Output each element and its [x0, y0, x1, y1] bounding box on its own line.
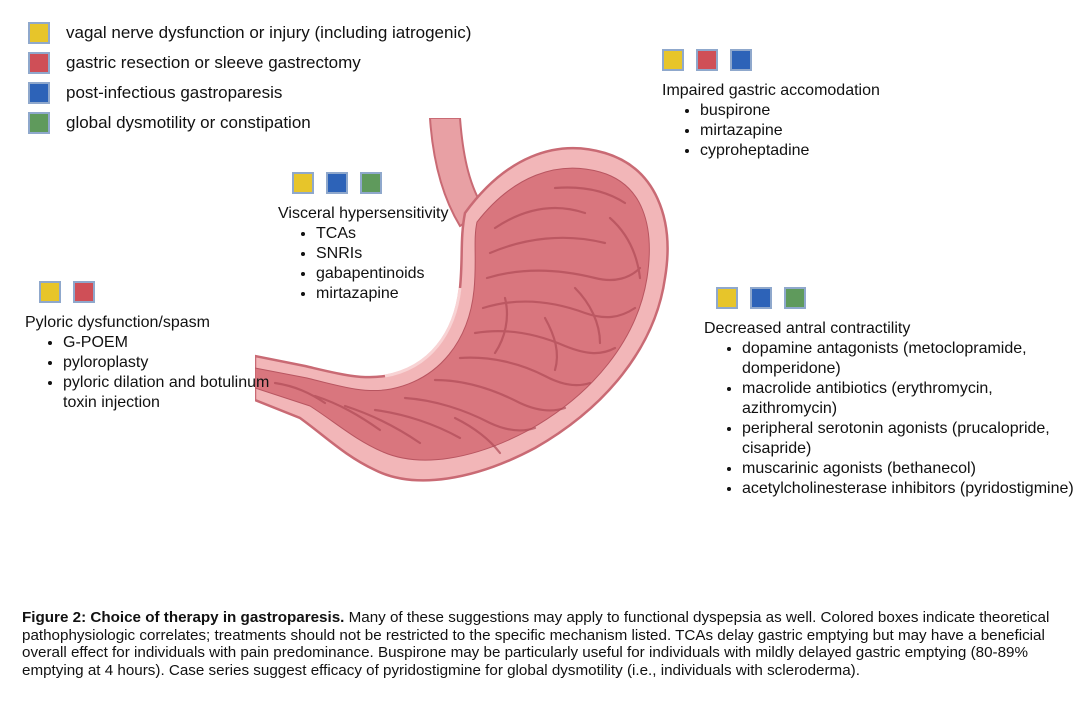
legend-label: global dysmotility or constipation: [66, 113, 311, 132]
antral-block: Decreased antral contractility dopamine …: [704, 287, 1079, 499]
stomach-mucosa: [255, 167, 650, 461]
yellow-box-icon: [716, 287, 738, 309]
legend-label: post-infectious gastroparesis: [66, 83, 283, 102]
yellow-box-icon: [39, 281, 61, 303]
list-item: G-POEM: [63, 333, 270, 353]
list-item: mirtazapine: [700, 121, 880, 141]
list-item: acetylcholinesterase inhibitors (pyridos…: [742, 479, 1079, 499]
list-item: dopamine antagonists (metoclopramide, do…: [742, 339, 1079, 379]
legend-label: gastric resection or sleeve gastrectomy: [66, 53, 361, 72]
list-item: macrolide antibiotics (erythromycin, azi…: [742, 379, 1079, 419]
treatment-list: TCAs SNRIs gabapentinoids mirtazapine: [278, 224, 448, 304]
blue-box-icon: [730, 49, 752, 71]
red-box-icon: [28, 52, 50, 74]
green-box-icon: [784, 287, 806, 309]
list-item: TCAs: [316, 224, 448, 244]
block-title: Pyloric dysfunction/spasm: [25, 314, 210, 331]
list-item: pyloric dilation and botulinum toxin inj…: [63, 373, 270, 413]
red-box-icon: [73, 281, 95, 303]
blue-box-icon: [326, 172, 348, 194]
list-item: pyloroplasty: [63, 353, 270, 373]
accommodation-block: Impaired gastric accomodation buspirone …: [662, 49, 880, 161]
visceral-block: Visceral hypersensitivity TCAs SNRIs gab…: [278, 172, 448, 304]
legend-label: vagal nerve dysfunction or injury (inclu…: [66, 23, 472, 42]
block-title: Visceral hypersensitivity: [278, 205, 449, 222]
yellow-box-icon: [292, 172, 314, 194]
stomach-illustration: [255, 118, 669, 482]
yellow-box-icon: [28, 22, 50, 44]
list-item: SNRIs: [316, 244, 448, 264]
caption-title: Figure 2: Choice of therapy in gastropar…: [22, 609, 345, 626]
yellow-box-icon: [662, 49, 684, 71]
list-item: gabapentinoids: [316, 264, 448, 284]
list-item: cyproheptadine: [700, 141, 880, 161]
list-item: buspirone: [700, 101, 880, 121]
correlate-boxes: [662, 49, 880, 71]
legend-item-post-infectious: post-infectious gastroparesis: [28, 78, 471, 108]
treatment-list: buspirone mirtazapine cyproheptadine: [662, 101, 880, 161]
gastric-rugae: [273, 186, 642, 455]
blue-box-icon: [750, 287, 772, 309]
block-title: Decreased antral contractility: [704, 320, 911, 337]
figure-caption: Figure 2: Choice of therapy in gastropar…: [22, 609, 1062, 679]
correlate-boxes: [278, 172, 448, 194]
treatment-list: dopamine antagonists (metoclopramide, do…: [704, 339, 1079, 499]
list-item: mirtazapine: [316, 284, 448, 304]
red-box-icon: [696, 49, 718, 71]
legend-item-resection: gastric resection or sleeve gastrectomy: [28, 48, 471, 78]
correlate-boxes: [704, 287, 1079, 309]
caption-text: Many of these suggestions may apply to f…: [22, 609, 1050, 679]
pyloric-block: Pyloric dysfunction/spasm G-POEM pylorop…: [25, 281, 270, 413]
green-box-icon: [28, 112, 50, 134]
legend-item-vagal: vagal nerve dysfunction or injury (inclu…: [28, 18, 471, 48]
correlate-boxes: [25, 281, 270, 303]
treatment-list: G-POEM pyloroplasty pyloric dilation and…: [25, 333, 270, 413]
block-title: Impaired gastric accomodation: [662, 82, 880, 99]
blue-box-icon: [28, 82, 50, 104]
legend-item-global-dysmotility: global dysmotility or constipation: [28, 108, 471, 138]
list-item: muscarinic agonists (bethanecol): [742, 459, 1079, 479]
legend: vagal nerve dysfunction or injury (inclu…: [28, 18, 471, 138]
green-box-icon: [360, 172, 382, 194]
list-item: peripheral serotonin agonists (prucalopr…: [742, 419, 1079, 459]
